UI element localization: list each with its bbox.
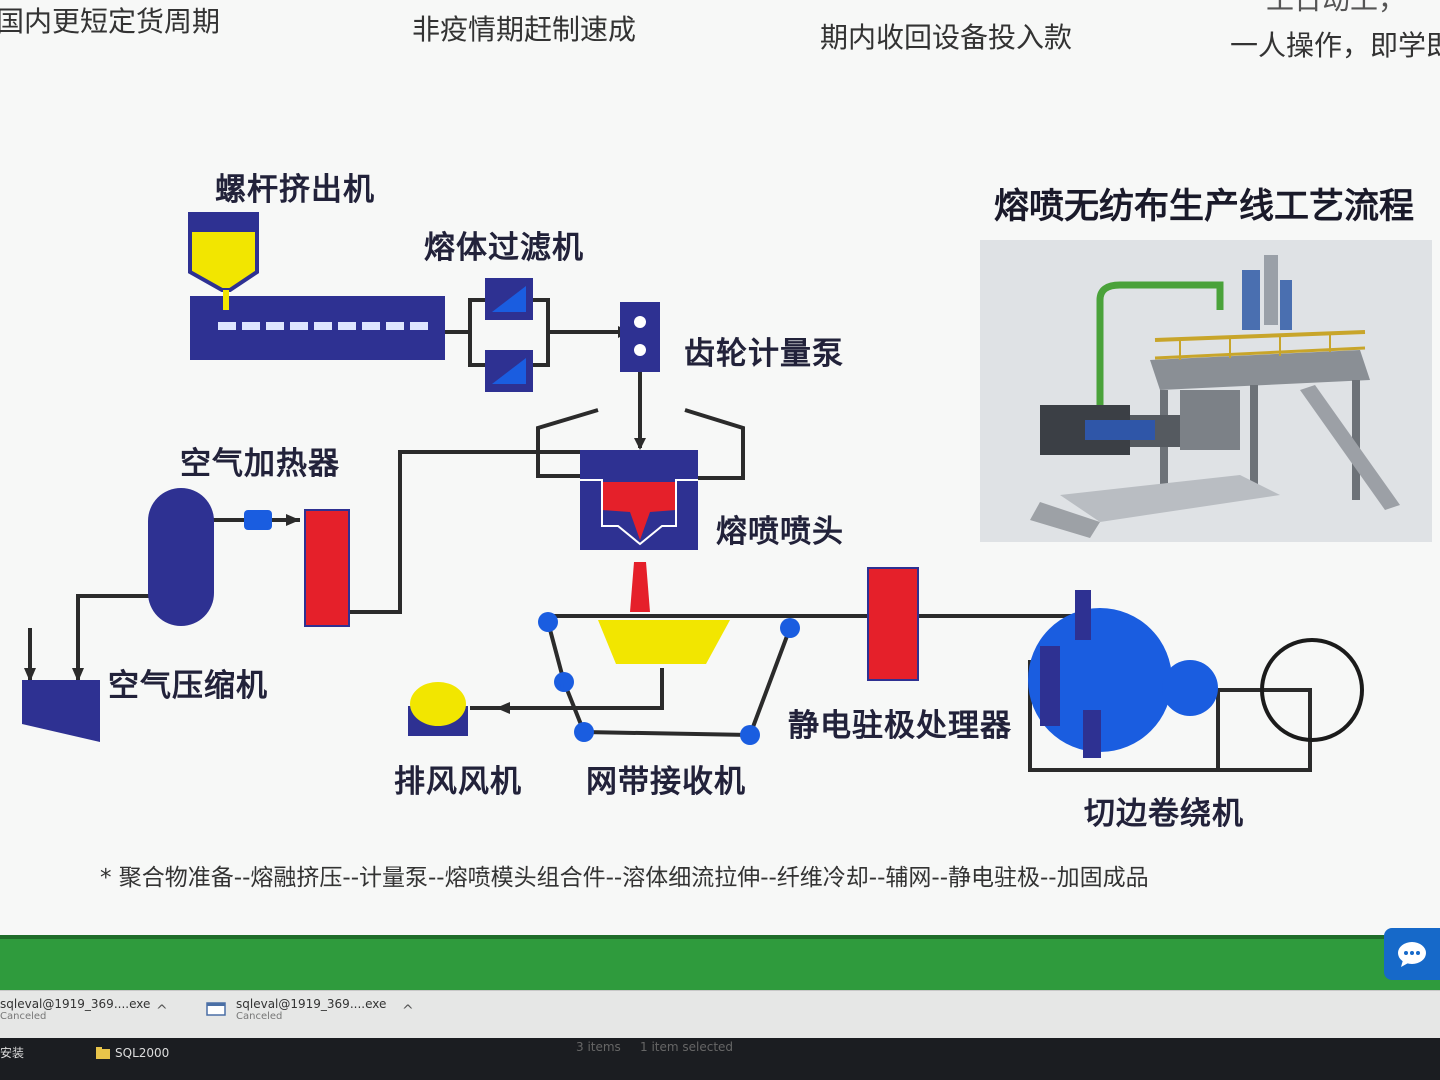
download-filename: sqleval@1919_369....exe bbox=[0, 997, 151, 1011]
download-status: Canceled bbox=[0, 1011, 47, 1022]
chat-button[interactable] bbox=[1384, 928, 1440, 980]
label-electret-processor: 静电驻极处理器 bbox=[788, 708, 1012, 744]
chevron-up-icon[interactable]: ^ bbox=[402, 1003, 414, 1019]
label-exhaust-fan: 排风风机 bbox=[394, 764, 522, 800]
caption-one-person-operation: 一人操作，即学即 bbox=[1230, 29, 1440, 62]
caption-start-work: 工日动工， bbox=[1266, 0, 1406, 18]
diagram-title: 熔喷无纺布生产线工艺流程 bbox=[994, 187, 1415, 227]
label-melt-filter: 熔体过滤机 bbox=[424, 230, 584, 266]
download-filename: sqleval@1919_369....exe bbox=[236, 997, 387, 1011]
folder-icon bbox=[96, 1047, 110, 1059]
caption-fast-production: 非疫情期赶制速成 bbox=[412, 13, 637, 46]
taskbar-start-label[interactable]: 安装 bbox=[0, 1046, 25, 1060]
download-status: Canceled bbox=[236, 1011, 283, 1022]
label-conveyor-receiver: 网带接收机 bbox=[586, 764, 746, 800]
taskbar: 安装 SQL2000 3 items 1 item selected bbox=[0, 1038, 1440, 1080]
caption-short-lead-time: 国内更短定货周期 bbox=[0, 5, 221, 38]
taskbar-app-label: SQL2000 bbox=[115, 1046, 170, 1060]
download-item[interactable]: sqleval@1919_369....exe Canceled bbox=[0, 997, 150, 1033]
download-item[interactable]: sqleval@1919_369....exe Canceled bbox=[206, 997, 386, 1033]
chevron-up-icon[interactable]: ^ bbox=[156, 1003, 168, 1019]
label-air-heater: 空气加热器 bbox=[180, 446, 340, 482]
downloads-bar: sqleval@1919_369....exe Canceled ^ sqlev… bbox=[0, 990, 1440, 1039]
slide-footer-bar bbox=[0, 935, 1440, 994]
process-steps-text: * 聚合物准备--熔融挤压--计量泵--熔喷模头组合件--溶体细流拉伸--纤维冷… bbox=[100, 865, 1149, 891]
presentation-slide: 国内更短定货周期 非疫情期赶制速成 期内收回设备投入款 工日动工， 一人操作，即… bbox=[0, 0, 1440, 891]
chat-bubble-icon bbox=[1398, 942, 1426, 967]
label-slitting-winder: 切边卷绕机 bbox=[1084, 796, 1244, 832]
status-item-count: 3 items bbox=[576, 1040, 621, 1054]
label-gear-pump: 齿轮计量泵 bbox=[684, 336, 844, 372]
process-flow-diagram bbox=[22, 212, 1364, 772]
status-selected-count: 1 item selected bbox=[640, 1040, 734, 1054]
label-screw-extruder: 螺杆挤出机 bbox=[215, 172, 375, 208]
label-meltblown-die: 熔喷喷头 bbox=[716, 514, 844, 550]
taskbar-app-sql2000[interactable]: SQL2000 bbox=[96, 1046, 169, 1060]
production-line-photo bbox=[980, 240, 1432, 542]
executable-file-icon bbox=[206, 1002, 226, 1016]
caption-investment-recovery: 期内收回设备投入款 bbox=[820, 21, 1073, 54]
label-air-compressor: 空气压缩机 bbox=[108, 668, 268, 704]
